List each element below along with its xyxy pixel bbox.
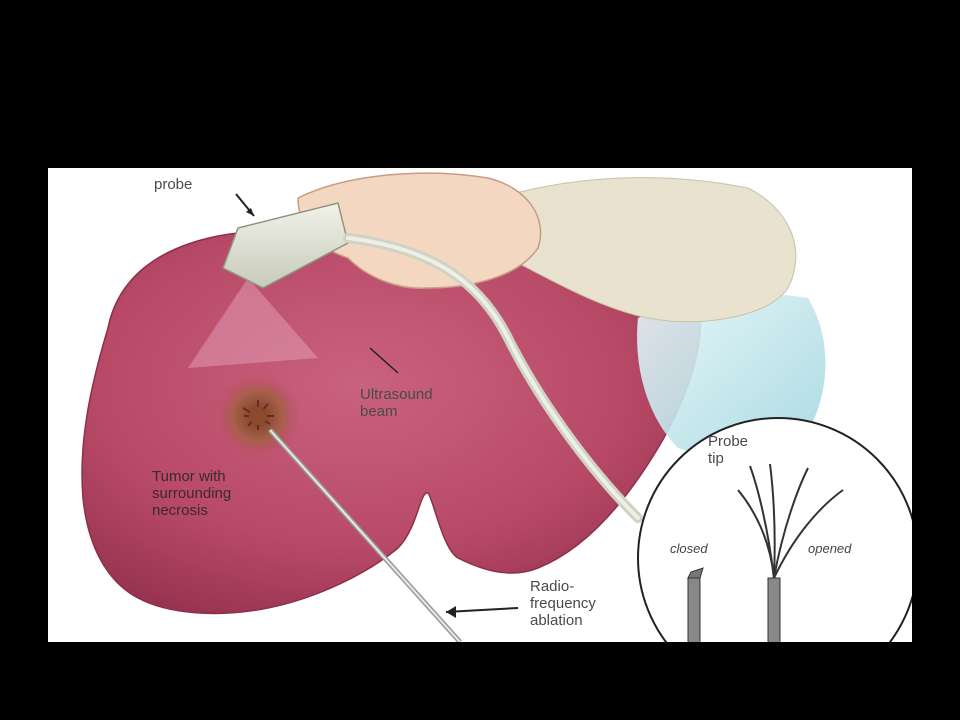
rf-ablation-label: Radio- frequency ablation — [530, 578, 596, 629]
ultrasound-probe — [222, 202, 349, 289]
closed-probe-icon — [687, 567, 704, 642]
tumor-label: Tumor with surrounding necrosis — [152, 468, 232, 519]
opened-label: opened — [808, 541, 852, 556]
liver-illustration — [81, 172, 912, 642]
beam-pointer — [369, 347, 399, 374]
hand — [297, 172, 542, 289]
forearm — [467, 177, 797, 323]
rf-pointer — [445, 607, 519, 613]
tumor-core — [242, 400, 274, 430]
opened-probe-icon — [737, 463, 844, 642]
probe-label: probe — [154, 176, 193, 193]
illustration-panel: probe Ultrasound beam Tumor with surroun… — [48, 168, 912, 642]
ultrasound-beam-label: Ultrasound beam — [360, 386, 433, 420]
probe-tip-label: Probe tip — [708, 433, 749, 467]
closed-label: closed — [670, 541, 708, 556]
ultrasound-beam — [188, 278, 318, 368]
